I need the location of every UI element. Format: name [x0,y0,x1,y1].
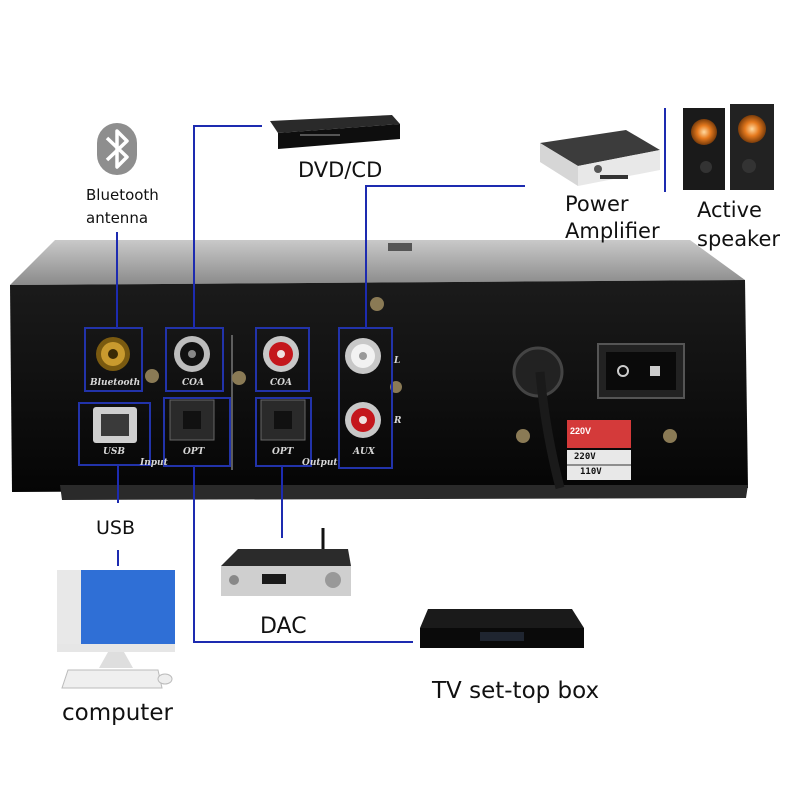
active-speaker-label-line1: Active [697,198,762,222]
panel-screws [145,297,677,443]
port-label-aux: AUX [353,447,375,457]
speaker-icon [683,104,774,190]
port-label-coa-in: COA [182,378,204,388]
channel-label-left: L [394,356,401,366]
voltage-switch-label: 220V [570,426,592,436]
connector-lines [116,108,666,643]
port-label-bluetooth: Bluetooth [90,378,141,388]
dac-label: DAC [260,614,307,639]
group-label-input: Input [140,458,168,468]
amplifier-icon [540,130,660,186]
port-label-usb: USB [103,447,125,457]
dvd-player-icon [270,115,400,149]
bluetooth-label-line1: Bluetooth [86,186,159,204]
aux-left-port[interactable] [345,338,381,374]
optical-input-port[interactable] [169,399,215,441]
port-label-opt-in: OPT [183,447,205,457]
bluetooth-icon [97,123,137,175]
active-speaker-label-line2: speaker [697,227,781,251]
usb-port[interactable] [93,407,137,443]
group-label-output: Output [302,458,338,468]
power-switch[interactable] [597,343,685,399]
power-amplifier-label-line2: Amplifier [565,219,660,243]
port-label-coa-out: COA [270,378,292,388]
aux-right-port[interactable] [345,402,381,438]
port-label-opt-out: OPT [272,447,294,457]
set-top-box-icon [420,609,584,648]
coaxial-input-port[interactable] [174,336,210,372]
bluetooth-label-line2: antenna [86,209,149,227]
tv-set-top-box-label: TV set-top box [432,678,600,704]
dvd-label: DVD/CD [298,158,383,182]
power-amplifier-label-line1: Power [565,192,629,216]
voltage-selector[interactable] [567,420,631,480]
bluetooth-antenna-port[interactable] [96,337,130,371]
computer-icon [57,570,175,689]
computer-label: computer [62,700,173,726]
voltage-110-label: 110V [580,467,602,477]
voltage-220-label: 220V [574,452,596,462]
dac-icon [221,528,351,596]
channel-label-right: R [394,416,402,426]
optical-output-port[interactable] [260,399,306,441]
power-cord [512,346,565,490]
coaxial-output-port[interactable] [263,336,299,372]
usb-label: USB [96,517,136,539]
